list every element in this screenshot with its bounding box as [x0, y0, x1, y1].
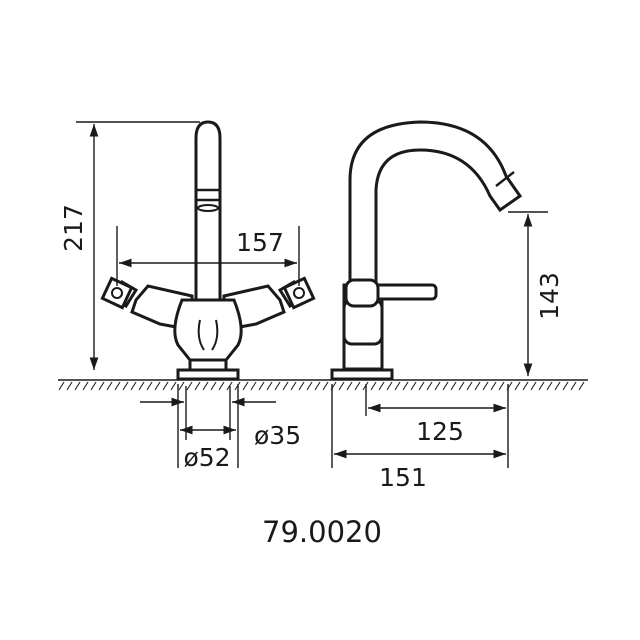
hatch-mark: [186, 381, 193, 391]
hatch-mark: [290, 381, 297, 391]
dimension-reach-depth: 125 151: [331, 384, 509, 492]
hatch-mark: [322, 381, 329, 391]
spout-reach-label: 125: [416, 417, 464, 446]
hatch-mark: [82, 381, 89, 391]
hatch-mark: [130, 381, 137, 391]
hatch-mark: [138, 381, 145, 391]
hatch-mark: [306, 381, 313, 391]
hatch-mark: [458, 381, 465, 391]
dimension-diameters: ø35 ø52: [140, 384, 301, 472]
hatch-mark: [218, 381, 225, 391]
hatch-mark: [450, 381, 457, 391]
hatch-mark: [562, 381, 569, 391]
overall-depth-label: 151: [379, 463, 427, 492]
hatch-mark: [490, 381, 497, 391]
hatch-mark: [514, 381, 521, 391]
dimension-spout-height: 143: [508, 211, 564, 376]
spout-height-label: 143: [535, 272, 564, 320]
hatch-mark: [530, 381, 537, 391]
hatch-mark: [498, 381, 505, 391]
hatch-mark: [418, 381, 425, 391]
hatch-mark: [154, 381, 161, 391]
dimension-handle-span: 157: [116, 226, 300, 286]
hatch-mark: [482, 381, 489, 391]
hatch-mark: [114, 381, 121, 391]
hatch-mark: [402, 381, 409, 391]
hatch-mark: [98, 381, 105, 391]
hatch-mark: [394, 381, 401, 391]
hatch-mark: [386, 381, 393, 391]
hatch-mark: [170, 381, 177, 391]
hatch-mark: [354, 381, 361, 391]
hatch-mark: [538, 381, 545, 391]
hatch-mark: [90, 381, 97, 391]
dimension-height-total: 217: [59, 121, 200, 370]
hatch-mark: [146, 381, 153, 391]
hatch-mark: [570, 381, 577, 391]
side-view-tap: [330, 120, 523, 381]
product-code: 79.0020: [262, 515, 382, 549]
hole-diameter-label: ø35: [254, 421, 301, 450]
hatch-mark: [162, 381, 169, 391]
hatch-mark: [370, 381, 377, 391]
hatch-mark: [282, 381, 289, 391]
hatch-mark: [426, 381, 433, 391]
hatch-mark: [202, 381, 209, 391]
hatch-mark: [434, 381, 441, 391]
hatch-mark: [578, 381, 585, 391]
base-diameter-label: ø52: [183, 443, 230, 472]
handle-span-label: 157: [236, 228, 284, 257]
hatch-mark: [338, 381, 345, 391]
hatch-mark: [266, 381, 273, 391]
hatch-mark: [258, 381, 265, 391]
hatch-mark: [554, 381, 561, 391]
hatch-mark: [178, 381, 185, 391]
hatch-mark: [106, 381, 113, 391]
hatch-mark: [546, 381, 553, 391]
hatch-mark: [250, 381, 257, 391]
hatch-mark: [378, 381, 385, 391]
hatch-mark: [274, 381, 281, 391]
hatch-mark: [346, 381, 353, 391]
height-total-label: 217: [59, 204, 88, 252]
hatch-mark: [442, 381, 449, 391]
hatch-mark: [522, 381, 529, 391]
hatch-mark: [242, 381, 249, 391]
hatch-mark: [66, 381, 73, 391]
hatch-mark: [474, 381, 481, 391]
hatch-mark: [314, 381, 321, 391]
hatch-mark: [410, 381, 417, 391]
hatch-mark: [58, 381, 65, 391]
hatch-mark: [298, 381, 305, 391]
hatch-mark: [210, 381, 217, 391]
hatch-mark: [74, 381, 81, 391]
hatch-mark: [466, 381, 473, 391]
hatch-mark: [122, 381, 129, 391]
ground-line: [58, 379, 588, 391]
hatch-mark: [194, 381, 201, 391]
